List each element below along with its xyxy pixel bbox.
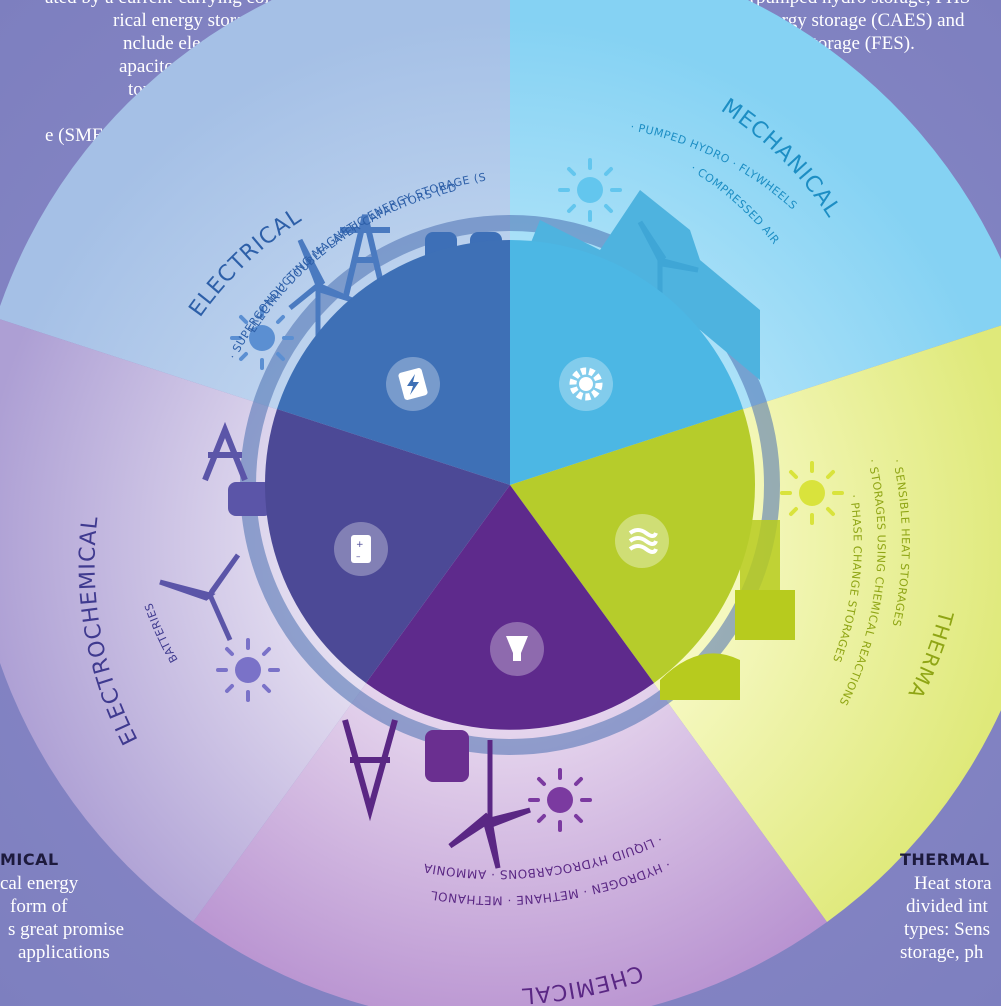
note-line: divided int <box>906 896 988 917</box>
svg-text:+: + <box>356 540 364 550</box>
sun-icon <box>558 158 622 222</box>
note-line: rical energy storage <box>113 10 263 31</box>
note-line: Heat stora <box>914 873 992 894</box>
svg-text:–: – <box>356 552 361 562</box>
note-line: ated by a current-carrying coil. <box>45 0 285 9</box>
wind-turbine-icon <box>448 740 531 869</box>
inner-slice-mechanical <box>510 240 743 485</box>
note-line: s great promise <box>8 919 125 940</box>
note-line: energy storage (CAES) and <box>755 10 965 31</box>
sun-icon <box>230 306 294 370</box>
sun-icon <box>528 768 592 832</box>
electric-car-icon <box>228 482 272 516</box>
flask-icon <box>490 622 544 676</box>
note-line: applications <box>18 942 110 963</box>
battery-icon: + – <box>334 522 388 576</box>
building-icon <box>660 520 795 700</box>
heat-waves-icon <box>615 514 669 568</box>
inner-slice-electrical <box>277 240 510 485</box>
bottom-left-heading: MICAL <box>0 850 59 869</box>
gear-icon <box>559 357 613 411</box>
note-line: storage (FES). <box>805 33 915 54</box>
robot-icon <box>425 730 469 782</box>
pylon-icon <box>342 719 398 822</box>
sun-icon <box>780 461 844 525</box>
pylon-icon <box>340 214 390 301</box>
note-line: form of <box>10 896 68 917</box>
bottom-right-note: Heat stora divided int types: Sens stora… <box>900 872 1001 964</box>
pylon-icon <box>202 421 248 482</box>
wind-turbine-icon <box>159 553 241 642</box>
wind-turbine-icon <box>637 220 699 320</box>
wind-turbine-icon <box>288 238 354 340</box>
note-line: (pumped hydro storage, PHS <box>700 0 1001 9</box>
inner-slice-electrochemical <box>264 409 510 683</box>
lightning-card-icon <box>386 357 440 411</box>
inner-slice-chemical <box>366 485 654 730</box>
bottom-left-note: cal energy form of s great promise appli… <box>0 872 180 964</box>
note-line: storage, ph <box>900 942 984 963</box>
bottom-right-heading: THERMAL <box>900 850 990 869</box>
top-right-note: (pumped hydro storage, PHS energy storag… <box>700 0 1001 55</box>
note-line: cal energy <box>0 873 79 894</box>
note-line: types: Sens <box>904 919 991 940</box>
sun-icon <box>216 638 280 702</box>
